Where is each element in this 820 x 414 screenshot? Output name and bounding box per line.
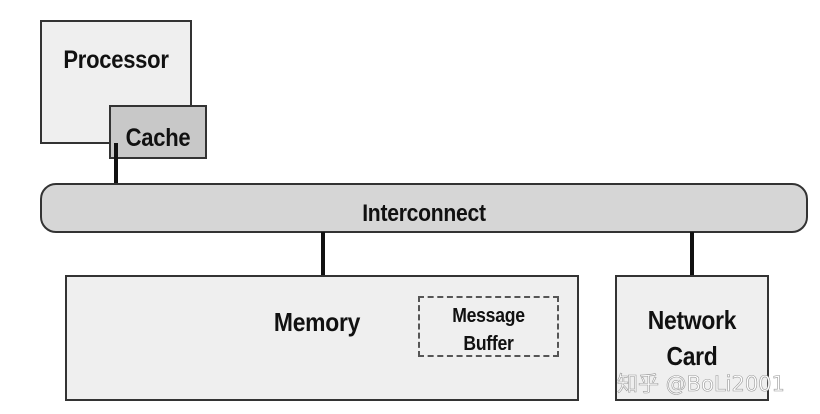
interconnect-label: Interconnect: [362, 200, 486, 227]
cache-box: Cache: [109, 105, 207, 159]
memory-interconnect-link: [321, 232, 325, 276]
network-card-label-line1: Network: [647, 305, 737, 335]
interconnect-bus: Interconnect: [40, 183, 808, 233]
processor-box: Processor Cache: [40, 20, 207, 159]
processor-interconnect-link: [114, 143, 118, 184]
message-buffer-box: Message Buffer: [418, 296, 559, 357]
network-card-label-line2: Card: [666, 341, 718, 371]
processor-label: Processor: [63, 46, 169, 74]
message-buffer-label-line1: Message: [452, 305, 525, 327]
cache-label: Cache: [125, 124, 191, 152]
network-card-box: Network Card: [615, 275, 769, 401]
message-buffer-label-line2: Buffer: [463, 333, 514, 355]
watermark: 知乎 @BoLi2001: [617, 372, 786, 397]
network-card-interconnect-link: [690, 232, 694, 276]
memory-label: Memory: [273, 307, 361, 337]
memory-box: Memory Message Buffer: [65, 275, 579, 401]
